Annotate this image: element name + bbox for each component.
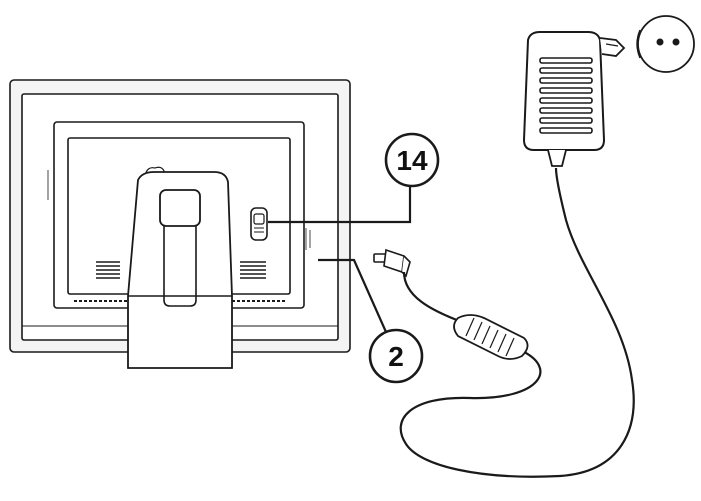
callout-2-leader: [318, 258, 388, 333]
stand-latch: [159, 189, 201, 227]
ferrite-bead: [453, 314, 529, 360]
adapter-strain-relief: [547, 149, 567, 167]
callout-14-number: 14: [396, 145, 428, 176]
adapter-cable: [399, 167, 635, 478]
frame-stand: [127, 171, 233, 369]
callout-14-leader: [268, 186, 412, 224]
dc-plug-icon: [373, 248, 411, 278]
callout-2-circle: [368, 328, 424, 384]
power-adapter-icon: [522, 31, 626, 167]
vent-left: [96, 261, 120, 279]
callout-2-number: 2: [388, 341, 404, 372]
dc-port-marks: [305, 228, 311, 250]
callout-2: 2: [318, 258, 424, 384]
adapter-side-socket: [599, 37, 626, 57]
stand-slot: [163, 226, 197, 307]
plug-prong-icon: [636, 15, 695, 73]
adapter-vents: [539, 57, 593, 134]
stand-body: [127, 171, 233, 369]
vent-right: [240, 261, 266, 279]
hanging-notch: [144, 166, 174, 177]
callout-14: 14: [268, 132, 440, 224]
callout-14-circle: [384, 132, 440, 188]
power-switch: [250, 207, 268, 241]
